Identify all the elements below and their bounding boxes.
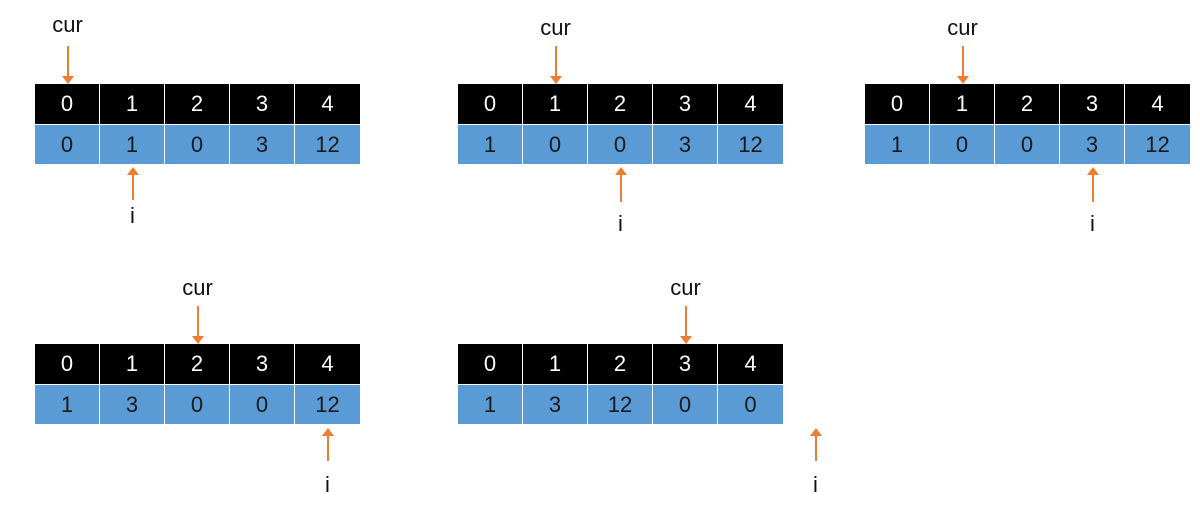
index-cell: 3 xyxy=(653,84,718,124)
index-cell: 2 xyxy=(165,84,230,124)
index-cell: 3 xyxy=(1060,84,1125,124)
index-cell: 3 xyxy=(230,344,295,384)
index-cell: 4 xyxy=(718,84,783,124)
index-cell: 3 xyxy=(230,84,295,124)
value-cell: 1 xyxy=(458,384,523,424)
value-cell: 12 xyxy=(295,384,360,424)
index-cell: 4 xyxy=(295,344,360,384)
index-cell: 0 xyxy=(865,84,930,124)
i-pointer-label: i xyxy=(813,472,818,497)
value-cell: 3 xyxy=(230,124,295,164)
cur-pointer-label: cur xyxy=(947,15,978,40)
index-cell: 0 xyxy=(458,344,523,384)
value-cell: 0 xyxy=(230,384,295,424)
cur-pointer-arrow xyxy=(549,46,562,84)
index-cell: 0 xyxy=(35,344,100,384)
index-cell: 0 xyxy=(35,84,100,124)
index-cell: 4 xyxy=(1125,84,1190,124)
value-cell: 1 xyxy=(100,124,165,164)
index-cell: 2 xyxy=(588,344,653,384)
value-cell: 1 xyxy=(35,384,100,424)
value-cell: 3 xyxy=(1060,124,1125,164)
i-pointer-label: i xyxy=(618,211,623,236)
i-pointer-label: i xyxy=(325,472,330,497)
index-cell: 1 xyxy=(930,84,995,124)
index-cell: 3 xyxy=(653,344,718,384)
i-pointer-arrow xyxy=(1086,167,1099,202)
cur-pointer-arrow xyxy=(956,46,969,84)
index-cell: 2 xyxy=(588,84,653,124)
i-pointer-arrow xyxy=(321,428,334,461)
i-pointer-label: i xyxy=(130,203,135,228)
cur-pointer-label: cur xyxy=(670,275,701,300)
cur-pointer-arrow xyxy=(191,306,204,344)
value-cell: 3 xyxy=(100,384,165,424)
value-cell: 3 xyxy=(523,384,588,424)
cur-pointer-arrow xyxy=(679,306,692,344)
value-cell: 0 xyxy=(165,124,230,164)
cur-pointer-label: cur xyxy=(52,12,83,37)
index-cell: 2 xyxy=(165,344,230,384)
value-cell: 0 xyxy=(995,124,1060,164)
index-cell: 2 xyxy=(995,84,1060,124)
value-cell: 12 xyxy=(588,384,653,424)
value-cell: 0 xyxy=(35,124,100,164)
cur-pointer-label: cur xyxy=(540,15,571,40)
value-cell: 0 xyxy=(588,124,653,164)
value-cell: 0 xyxy=(165,384,230,424)
value-cell: 12 xyxy=(295,124,360,164)
index-cell: 1 xyxy=(523,84,588,124)
i-pointer-arrow xyxy=(614,167,627,202)
index-cell: 1 xyxy=(100,344,165,384)
index-cell: 4 xyxy=(295,84,360,124)
value-cell: 12 xyxy=(1125,124,1190,164)
i-pointer-arrow xyxy=(126,167,139,200)
value-cell: 12 xyxy=(718,124,783,164)
value-cell: 1 xyxy=(865,124,930,164)
cur-pointer-label: cur xyxy=(182,275,213,300)
index-cell: 0 xyxy=(458,84,523,124)
i-pointer-arrow xyxy=(809,428,822,461)
index-cell: 1 xyxy=(523,344,588,384)
cur-pointer-arrow xyxy=(61,46,74,84)
i-pointer-label: i xyxy=(1090,211,1095,236)
value-cell: 1 xyxy=(458,124,523,164)
value-cell: 0 xyxy=(523,124,588,164)
value-cell: 0 xyxy=(653,384,718,424)
index-cell: 1 xyxy=(100,84,165,124)
value-cell: 3 xyxy=(653,124,718,164)
value-cell: 0 xyxy=(718,384,783,424)
value-cell: 0 xyxy=(930,124,995,164)
index-cell: 4 xyxy=(718,344,783,384)
